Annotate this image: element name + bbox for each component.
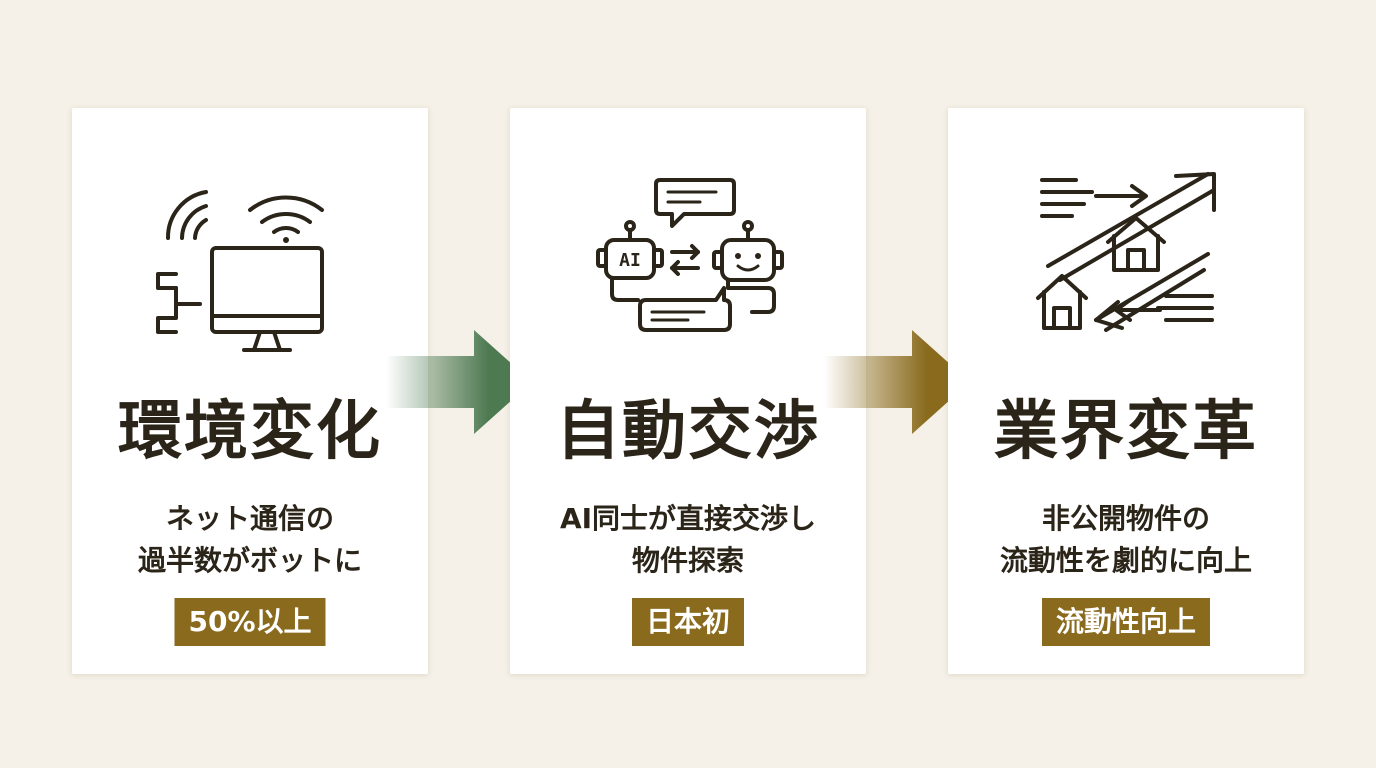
flow-arrow-green-icon bbox=[386, 330, 536, 434]
monitor-wifi-icon bbox=[150, 170, 350, 360]
card-title: 自動交渉 bbox=[556, 394, 820, 469]
card-description: ネット通信の 過半数がボットに bbox=[72, 498, 428, 582]
status-badge: 流動性向上 bbox=[1041, 598, 1211, 646]
status-badge: 日本初 bbox=[631, 598, 745, 646]
card-description: AI同士が直接交渉し 物件探索 bbox=[510, 498, 866, 582]
ai-label: AI bbox=[619, 250, 641, 271]
card-title: 業界変革 bbox=[994, 394, 1258, 469]
card-industry-transformation: 業界変革 非公開物件の 流動性を劇的に向上 流動性向上 bbox=[948, 108, 1304, 674]
card-auto-negotiation: AI 自動交渉 AI同士が直接交渉し 物件探索 日本初 bbox=[510, 108, 866, 674]
card-description-line: 非公開物件の bbox=[1041, 502, 1210, 535]
card-title: 環境変化 bbox=[118, 394, 382, 469]
card-description-line: ネット通信の bbox=[165, 502, 334, 535]
status-badge: 50%以上 bbox=[174, 598, 326, 646]
card-description-line: AI同士が直接交渉し bbox=[559, 502, 817, 535]
card-description: 非公開物件の 流動性を劇的に向上 bbox=[948, 498, 1304, 582]
card-description-line: 流動性を劇的に向上 bbox=[999, 544, 1252, 577]
houses-arrows-icon bbox=[1026, 170, 1226, 360]
card-environment-change: 環境変化 ネット通信の 過半数がボットに 50%以上 bbox=[72, 108, 428, 674]
card-description-line: 物件探索 bbox=[631, 544, 744, 577]
card-description-line: 過半数がボットに bbox=[137, 544, 362, 577]
ai-robots-chat-icon: AI bbox=[588, 170, 788, 360]
flow-arrow-gold-icon bbox=[824, 330, 974, 434]
